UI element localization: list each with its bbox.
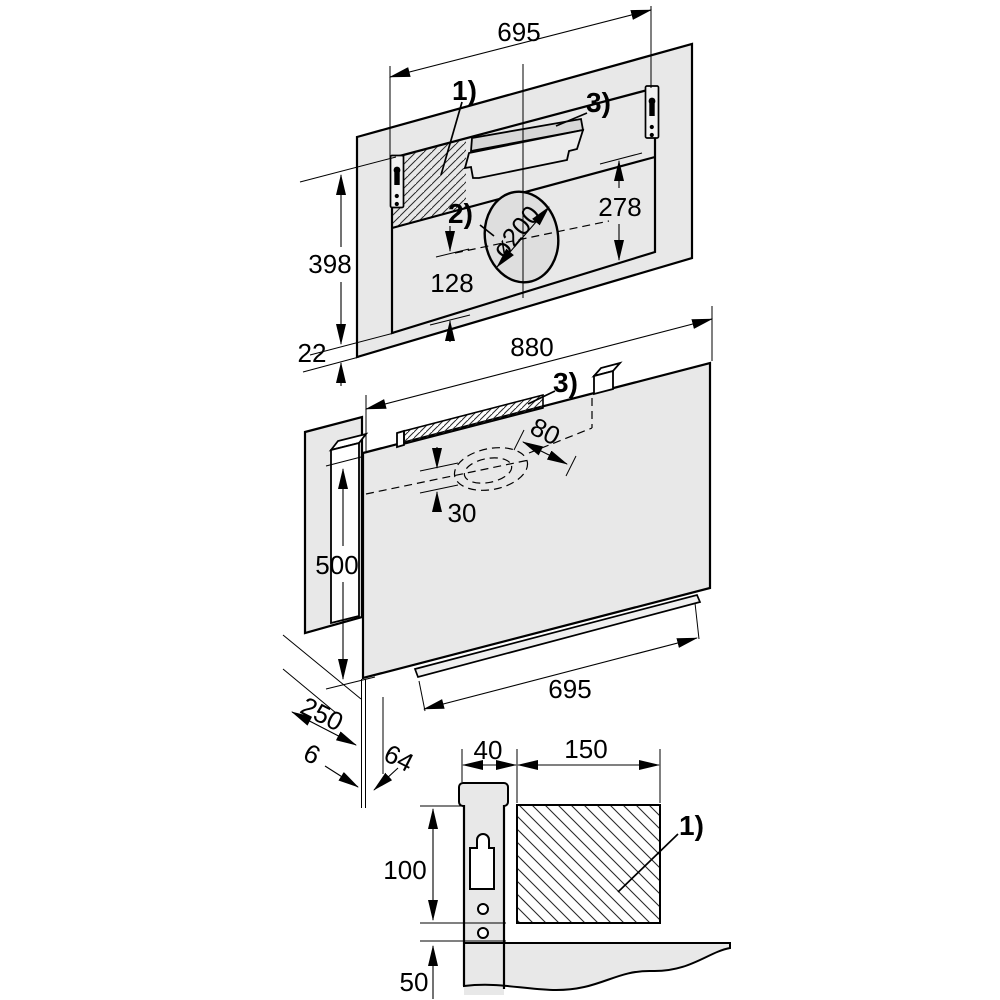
dim-695-handle: 695 (548, 674, 591, 704)
dim-150: 150 (564, 734, 607, 764)
bottom-view: 40 150 100 50 1) (383, 734, 731, 999)
middle-view: 880 3) 80 30 500 695 250 6 64 (282, 306, 713, 808)
screw-hole (477, 903, 489, 915)
dim-100: 100 (383, 855, 426, 885)
dim-line-880 (365, 318, 713, 410)
template-hatch-area (393, 139, 466, 227)
dim-500: 500 (315, 550, 358, 580)
dim-64: 64 (379, 738, 418, 778)
dim-22: 22 (298, 338, 327, 368)
callout-3-top: 3) (586, 87, 611, 118)
callout-1-bottom: 1) (679, 810, 704, 841)
dim-250: 250 (296, 691, 348, 737)
screw-hole (649, 132, 654, 138)
dim-50: 50 (400, 967, 429, 997)
callout-1-top: 1) (452, 75, 477, 106)
dim-line-695 (389, 9, 652, 78)
dim-line-695-handle (423, 637, 698, 710)
dim-6: 6 (299, 737, 326, 770)
mounting-bracket-left (389, 154, 405, 209)
screw-hole (477, 927, 489, 939)
dim-40: 40 (474, 735, 503, 765)
callout-2-top: 2) (448, 198, 473, 229)
dim-30: 30 (448, 498, 477, 528)
duct-strip-endcap (396, 429, 405, 449)
screw-hole (394, 201, 399, 207)
knockout-inner (463, 457, 513, 484)
dim-278: 278 (598, 192, 641, 222)
screw-hole (649, 124, 654, 130)
dim-695-top: 695 (497, 17, 540, 47)
dim-880: 880 (510, 332, 553, 362)
hood-section-break (463, 942, 731, 992)
callout-3-middle: 3) (553, 367, 578, 398)
bracket-strip-edges (462, 805, 506, 989)
mounting-bracket-right (644, 85, 660, 139)
top-view: 695 398 22 128 278 ø200 1) 2) 3) (298, 6, 694, 386)
screw-hole (394, 193, 399, 199)
dim-128: 128 (430, 268, 473, 298)
keyhole-slot (469, 833, 495, 890)
template-hatch-square (516, 804, 661, 924)
dim-line-diameter (496, 206, 550, 268)
dim-398: 398 (308, 249, 351, 279)
